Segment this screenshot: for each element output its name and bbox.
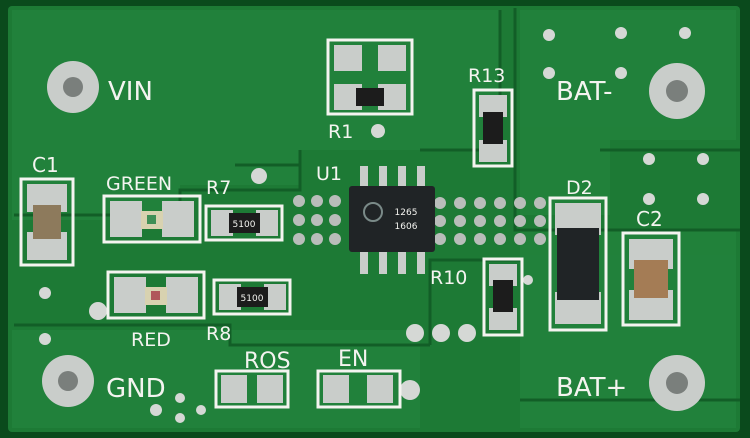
resistor-r7-marking: 5100 — [233, 220, 256, 230]
resistor-r1 — [326, 38, 414, 116]
ic-u1-marking-line1: 1265 — [395, 208, 418, 218]
label-green: GREEN — [106, 173, 172, 195]
mount-hole-bat-plus — [649, 355, 705, 411]
vias — [39, 27, 709, 423]
label-r7: R7 — [206, 177, 231, 199]
ic-u1 — [349, 166, 435, 274]
mount-hole-bat-minus — [649, 63, 705, 119]
led-red — [106, 270, 206, 320]
label-r10: R10 — [430, 267, 467, 289]
resistor-r8 — [212, 278, 292, 316]
via-grid-right — [434, 197, 546, 245]
via-grid-left — [293, 195, 341, 245]
capacitor-c1 — [19, 177, 75, 267]
ic-u1-marking-line2: 1606 — [395, 222, 418, 232]
label-r13: R13 — [468, 65, 505, 87]
diode-d2 — [548, 196, 608, 332]
mount-hole-vin — [47, 61, 99, 113]
capacitor-c2 — [621, 231, 681, 327]
label-d2: D2 — [566, 177, 593, 199]
label-ros: ROS — [244, 349, 291, 374]
label-r8: R8 — [206, 323, 231, 345]
jumper-ros — [214, 369, 290, 409]
mount-hole-gnd — [42, 355, 94, 407]
label-r1: R1 — [328, 121, 353, 143]
label-c1: C1 — [32, 153, 59, 177]
label-gnd: GND — [106, 374, 166, 404]
resistor-r7 — [204, 204, 284, 242]
resistor-r13 — [472, 88, 514, 168]
label-c2: C2 — [636, 207, 663, 231]
resistor-r8-marking: 5100 — [241, 294, 264, 304]
label-bat-minus: BAT- — [556, 77, 612, 107]
label-vin: VIN — [108, 77, 153, 107]
jumper-en — [316, 369, 402, 409]
label-bat-plus: BAT+ — [556, 373, 627, 403]
led-green — [102, 194, 202, 244]
resistor-r10 — [482, 257, 524, 337]
label-red: RED — [131, 329, 171, 351]
label-en: EN — [338, 347, 368, 372]
label-u1: U1 — [316, 163, 342, 185]
